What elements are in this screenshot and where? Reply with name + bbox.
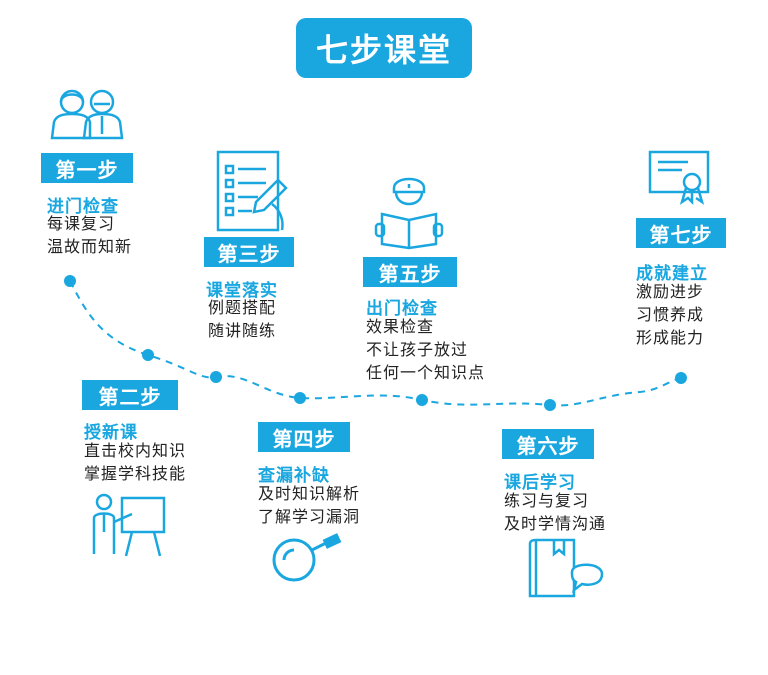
step-5-tag: 第五步 (363, 257, 457, 287)
step-5-line-1: 效果检查 (366, 317, 435, 336)
step-2-line-2: 掌握学科技能 (84, 464, 187, 483)
step-3-line-2: 随讲随练 (208, 321, 277, 340)
step-7-line-2: 习惯养成 (636, 305, 705, 324)
book-chat-icon (528, 538, 604, 598)
step-7-line-3: 形成能力 (636, 328, 705, 347)
step-6-tag: 第六步 (502, 429, 594, 459)
step-1-line-1: 每课复习 (47, 214, 116, 233)
step-2-line-1: 直击校内知识 (84, 441, 187, 460)
step-7-tag: 第七步 (636, 218, 726, 248)
teacher-board-icon (92, 493, 166, 557)
step-4-heading: 查漏补缺 (258, 466, 330, 486)
page-title: 七步课堂 (296, 18, 472, 78)
reader-icon (374, 177, 444, 250)
step-3-line-1: 例题搭配 (208, 298, 277, 317)
step-4-tag: 第四步 (258, 422, 350, 452)
step-5-line-2: 不让孩子放过 (366, 340, 469, 359)
step-7-heading: 成就建立 (636, 264, 708, 284)
timeline-dot-1 (64, 275, 76, 287)
step-1-tag: 第一步 (41, 153, 133, 183)
step-5-line-3: 任何一个知识点 (366, 363, 486, 382)
step-1-line-2: 温故而知新 (47, 237, 133, 256)
step-6-line-2: 及时学情沟通 (504, 514, 607, 533)
step-4-line-2: 了解学习漏洞 (258, 507, 361, 526)
certificate-icon (648, 150, 710, 206)
step-7-line-1: 激励进步 (636, 282, 705, 301)
people-icon (50, 89, 124, 140)
timeline-dot-6 (544, 399, 556, 411)
step-1-heading: 进门检查 (47, 197, 119, 217)
timeline-dot-3 (210, 371, 222, 383)
timeline-dot-7 (675, 372, 687, 384)
step-5-heading: 出门检查 (366, 299, 438, 319)
step-2-heading: 授新课 (84, 423, 138, 443)
step-4-line-1: 及时知识解析 (258, 484, 361, 503)
step-3-heading: 课堂落实 (206, 281, 278, 301)
step-6-heading: 课后学习 (504, 473, 576, 493)
timeline-dot-2 (142, 349, 154, 361)
timeline-dot-4 (294, 392, 306, 404)
step-6-line-1: 练习与复习 (504, 491, 590, 510)
step-2-tag: 第二步 (82, 380, 178, 410)
magnifier-icon (272, 533, 342, 582)
step-3-tag: 第三步 (204, 237, 294, 267)
checklist-pen-icon (216, 150, 288, 232)
timeline-dot-5 (416, 394, 428, 406)
